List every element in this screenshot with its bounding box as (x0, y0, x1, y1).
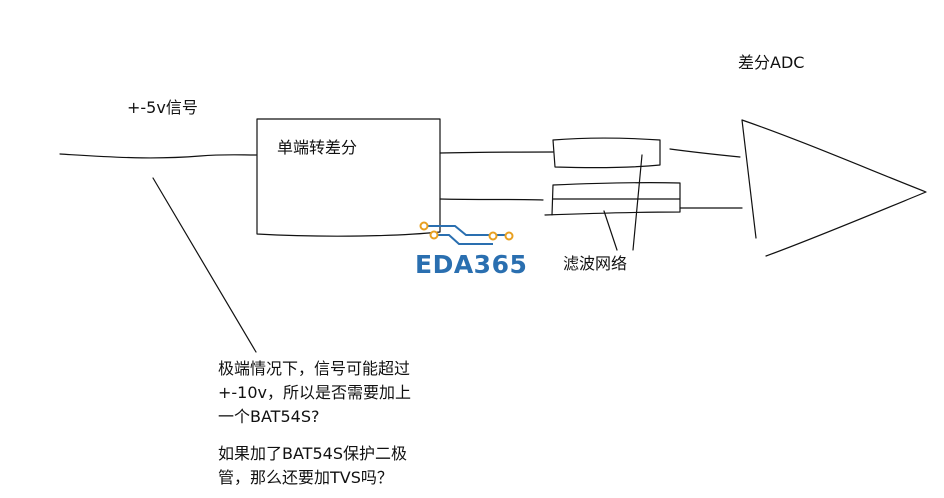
question-1-line-1: 极端情况下，信号可能超过 (218, 359, 411, 378)
single-to-diff-label: 单端转差分 (277, 138, 358, 157)
filter-network-bottom (544, 182, 681, 216)
logo-pad-4 (504, 231, 514, 241)
logo-trace-lower (434, 234, 493, 245)
logo-pad-1 (419, 221, 429, 231)
filter-pointer-line-left (603, 210, 618, 251)
filter-label: 滤波网络 (563, 254, 628, 273)
adc-label: 差分ADC (738, 53, 805, 72)
single-to-diff-block (256, 118, 441, 237)
watermark-logo-graphic (419, 221, 514, 245)
diff-output-wire-bottom (439, 198, 544, 201)
filter-pointer-line-right (632, 154, 643, 251)
watermark-logo-text: EDA365 (415, 250, 528, 279)
question-2-line-1: 如果加了BAT54S保护二极 (218, 444, 407, 463)
logo-pad-2 (429, 230, 439, 240)
signal-label: +-5v信号 (127, 98, 198, 117)
logo-pad-3 (488, 231, 498, 241)
question-1-line-3: 一个BAT54S? (218, 407, 320, 426)
input-signal-wire (59, 153, 257, 159)
filter-to-adc-wire-top (669, 148, 741, 158)
diff-output-wire-top (439, 151, 554, 154)
diff-adc-triangle (741, 119, 927, 257)
filter-network-top (552, 137, 661, 169)
logo-trace-upper (424, 225, 509, 236)
question-1-line-2: +-10v，所以是否需要加上 (218, 383, 412, 402)
question-2-line-2: 管，那么还要加TVS吗？ (218, 468, 393, 487)
question-pointer-line (152, 177, 257, 353)
